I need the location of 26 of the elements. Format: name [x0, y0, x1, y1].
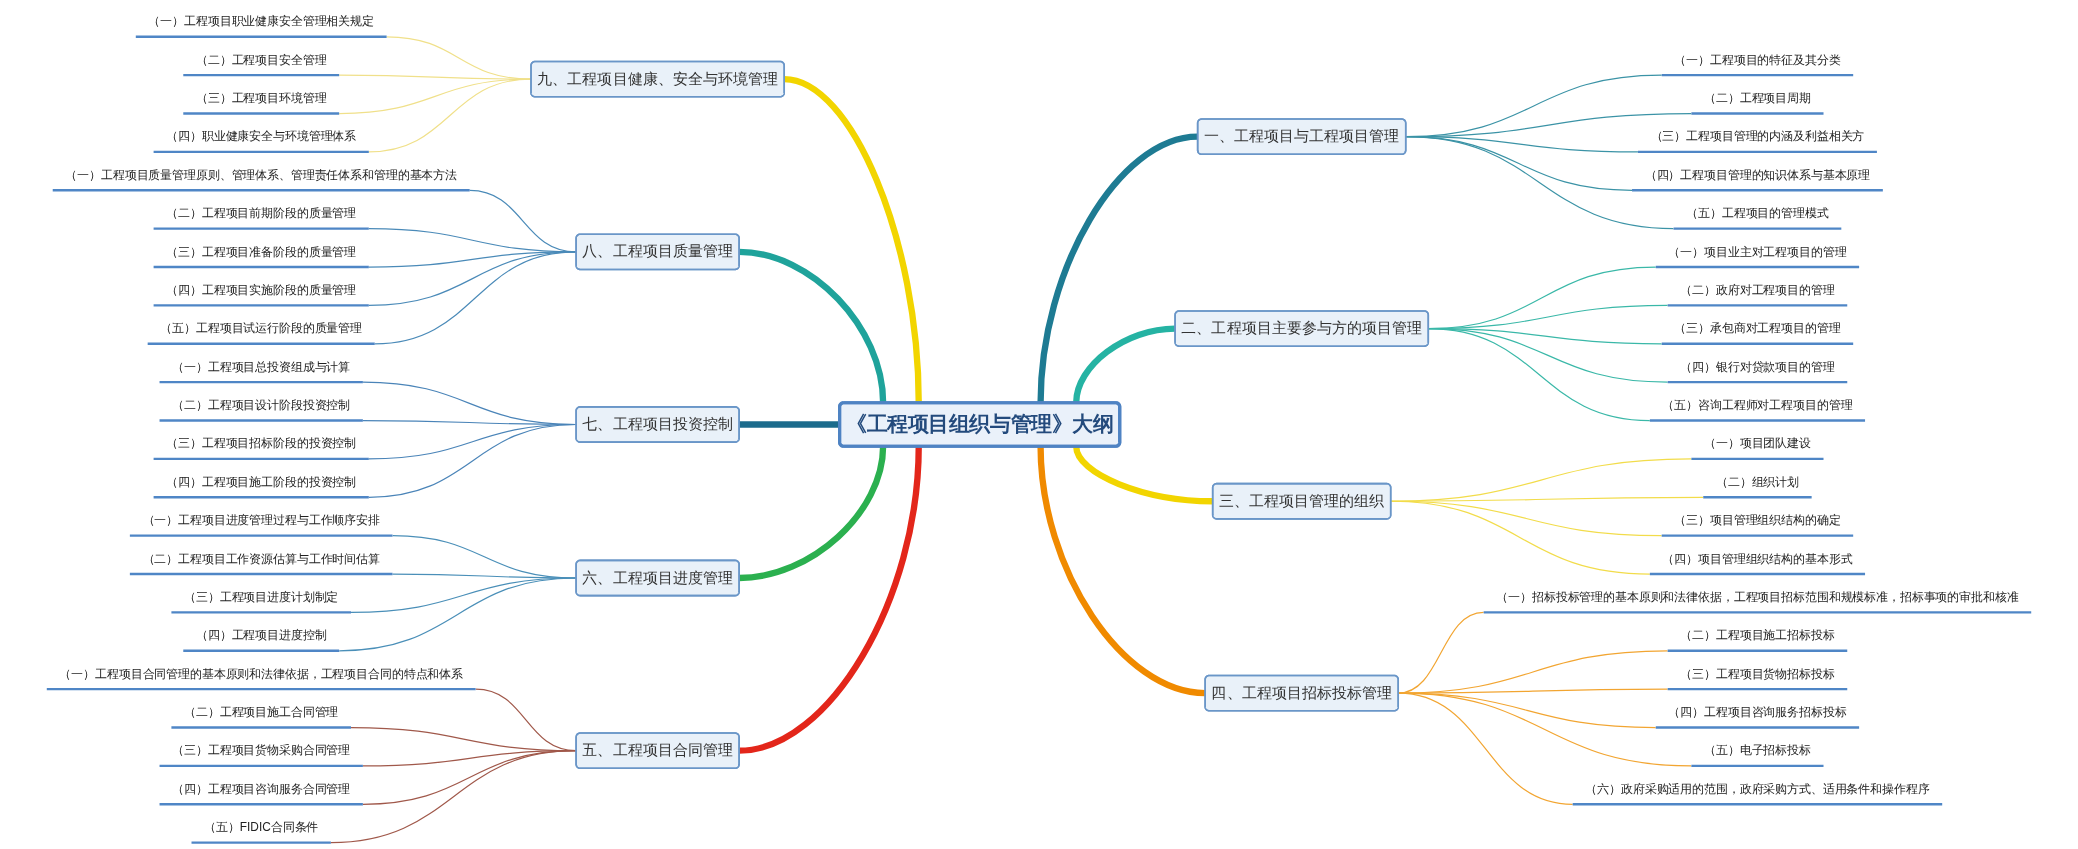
connector-line: [1390, 500, 1651, 575]
connector-line: [1405, 136, 1675, 230]
connector-line: [338, 78, 532, 115]
connector-line: [1397, 692, 1692, 767]
connector-line: [1037, 446, 1206, 697]
connector-line: [368, 78, 532, 153]
connector-line: [330, 750, 577, 844]
topic-box: 二、工程项目主要参与方的项目管理: [1174, 310, 1430, 347]
topic-box: 五、工程项目合同管理: [575, 732, 740, 770]
topic-box: 六、工程项目进度管理: [575, 559, 740, 597]
connector-line: [368, 423, 577, 498]
topic-box: 一、工程项目与工程项目管理: [1196, 118, 1407, 156]
connector-line: [338, 577, 577, 652]
connector-line: [338, 74, 532, 80]
connector-line: [374, 251, 577, 345]
topic-box: 九、工程项目健康、安全与环境管理: [530, 60, 785, 98]
central-topic-box: 《工程项目组织与管理》大纲: [838, 401, 1122, 448]
connector-line: [739, 421, 840, 428]
connector-line: [1397, 692, 1574, 805]
connector-line: [738, 248, 887, 403]
topic-box: 三、工程项目管理的组织: [1211, 482, 1392, 520]
topic-box: 四、工程项目招标投标管理: [1204, 674, 1399, 712]
connector-line: [738, 445, 887, 582]
topic-box: 七、工程项目投资控制: [575, 406, 740, 443]
connector-line: [1397, 688, 1669, 694]
topic-box: 八、工程项目质量管理: [575, 233, 740, 271]
